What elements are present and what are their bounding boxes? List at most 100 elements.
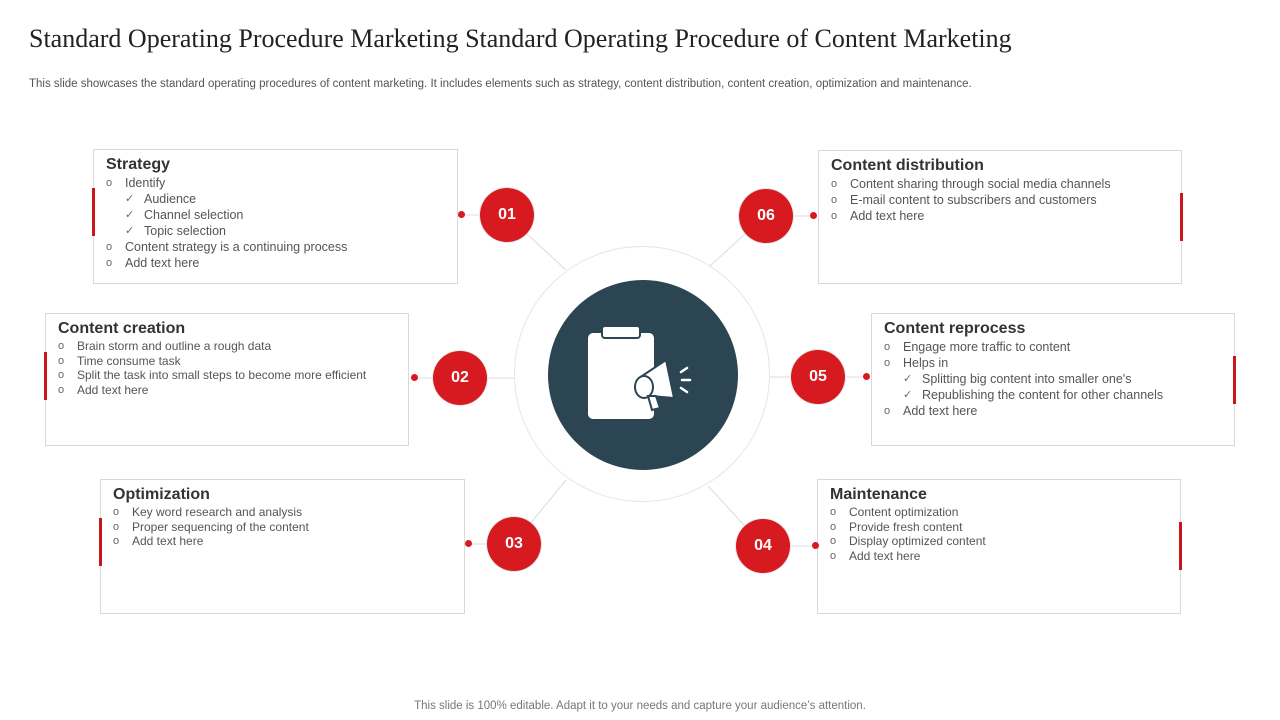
- list-item-text: Key word research and analysis: [132, 505, 303, 519]
- check-bullet-icon: ✓: [125, 193, 135, 205]
- list-item: o Brain storm and outline a rough data: [58, 339, 398, 354]
- circle-bullet-icon: o: [58, 383, 65, 396]
- card-content-reprocess: Content reprocess o Engage more traffic t…: [871, 313, 1236, 446]
- list-item-text: Content strategy is a continuing process: [125, 240, 348, 254]
- list-item: o Content strategy is a continuing proces…: [106, 239, 447, 255]
- circle-bullet-icon: o: [884, 405, 891, 417]
- circle-bullet-icon: o: [58, 369, 65, 381]
- list-item: o Add text here: [830, 549, 1170, 564]
- list-item: ✓ Topic selection: [106, 223, 447, 239]
- list-item-text: E-mail content to subscribers and custom…: [850, 193, 1097, 207]
- check-bullet-icon: ✓: [903, 389, 913, 401]
- list-item-text: Add text here: [132, 534, 204, 548]
- circle-bullet-icon: o: [106, 257, 113, 269]
- circle-bullet-icon: o: [830, 520, 837, 533]
- connector-04-diag: [707, 485, 745, 526]
- page-subtitle: This slide showcases the standard operat…: [29, 78, 972, 90]
- list-item: o Content optimization: [830, 505, 1170, 520]
- circle-bullet-icon: o: [884, 357, 891, 369]
- card-list: o Identify ✓ Audience ✓ Channel selection ✓ Top…: [106, 175, 447, 271]
- check-bullet-icon: ✓: [903, 373, 913, 385]
- circle-bullet-icon: o: [113, 506, 120, 518]
- step-number-01: 01: [480, 188, 534, 242]
- card-title: Content reprocess: [884, 320, 1026, 337]
- list-item: o Add text here: [106, 255, 447, 271]
- page-title: Standard Operating Procedure Marketing S…: [29, 24, 1012, 53]
- card-accent-bar: [92, 188, 95, 236]
- circle-bullet-icon: o: [830, 506, 837, 518]
- clipboard-megaphone-icon: [588, 325, 692, 419]
- connector-03-diag: [529, 479, 567, 525]
- circle-bullet-icon: o: [58, 340, 65, 352]
- list-item: o Split the task into small steps to beco…: [58, 368, 398, 383]
- list-item-text: Add text here: [850, 209, 925, 223]
- connector-dot: [465, 540, 472, 547]
- list-item-text: Add text here: [77, 382, 149, 397]
- list-item: ✓ Channel selection: [106, 207, 447, 223]
- card-title: Strategy: [106, 156, 171, 173]
- card-title: Content distribution: [831, 157, 984, 174]
- list-item: ✓ Republishing the content for other chan…: [884, 387, 1224, 403]
- list-item: ✓ Audience: [106, 191, 447, 207]
- circle-bullet-icon: o: [106, 177, 113, 189]
- circle-bullet-icon: o: [58, 354, 65, 367]
- card-optimization: Optimization o Key word research and anal…: [99, 479, 465, 614]
- list-item-text: Content optimization: [849, 505, 959, 519]
- list-item: ✓Splitting big content into smaller one'…: [884, 371, 1224, 387]
- list-item: o Engage more traffic to content: [884, 339, 1224, 355]
- list-item-text: Topic selection: [144, 224, 226, 238]
- circle-bullet-icon: o: [884, 341, 891, 353]
- card-title: Maintenance: [830, 486, 927, 503]
- circle-bullet-icon: o: [830, 535, 837, 547]
- list-item: o Time consume task: [58, 354, 398, 369]
- list-item-text: Brain storm and outline a rough data: [77, 339, 272, 353]
- list-item-text: Add text here: [125, 256, 200, 270]
- list-item-text: Republishing the content for other chann…: [922, 388, 1164, 402]
- list-item-text: Display optimized content: [849, 534, 986, 548]
- step-number-05: 05: [791, 350, 845, 404]
- list-item: o Add text here: [113, 534, 454, 549]
- connector-dot: [863, 373, 870, 380]
- list-item-text: Audience: [144, 192, 197, 206]
- check-bullet-icon: ✓: [125, 209, 135, 221]
- connector-06-diag: [709, 233, 746, 267]
- list-item-text: Helps in: [903, 356, 949, 370]
- list-item: o Key word research and analysis: [113, 505, 454, 520]
- list-item-text: Split the task into small steps to becom…: [77, 368, 367, 382]
- card-accent-bar: [44, 352, 47, 400]
- list-item-text: Channel selection: [144, 208, 244, 222]
- card-accent-bar: [1180, 193, 1183, 241]
- circle-bullet-icon: o: [113, 520, 120, 533]
- step-number-06: 06: [739, 189, 793, 243]
- circle-bullet-icon: o: [113, 535, 120, 547]
- list-item: o Identify: [106, 175, 447, 191]
- circle-bullet-icon: o: [830, 549, 837, 562]
- circle-bullet-icon: o: [831, 178, 838, 190]
- list-item-text: Add text here: [849, 548, 921, 563]
- list-item: o E-mail content to subscribers and custo…: [831, 192, 1171, 208]
- footer-note: This slide is 100% editable. Adapt it to…: [414, 700, 866, 712]
- list-item-text: Engage more traffic to content: [903, 340, 1071, 354]
- card-accent-bar: [1233, 356, 1236, 404]
- card-title: Optimization: [113, 486, 210, 503]
- center-circle: [548, 280, 738, 470]
- check-bullet-icon: ✓: [125, 225, 135, 237]
- list-item-text: Content sharing through social media cha…: [850, 177, 1111, 191]
- list-item: o Helps in: [884, 355, 1224, 371]
- connector-dot: [812, 542, 819, 549]
- circle-bullet-icon: o: [106, 241, 113, 253]
- step-number-03: 03: [487, 517, 541, 571]
- connector-dot: [458, 211, 465, 218]
- list-item-text: Identify: [125, 176, 166, 190]
- connector-dot: [810, 212, 817, 219]
- circle-bullet-icon: o: [831, 194, 838, 206]
- connector-01-diag: [526, 233, 567, 271]
- list-item-text: Time consume task: [77, 353, 181, 368]
